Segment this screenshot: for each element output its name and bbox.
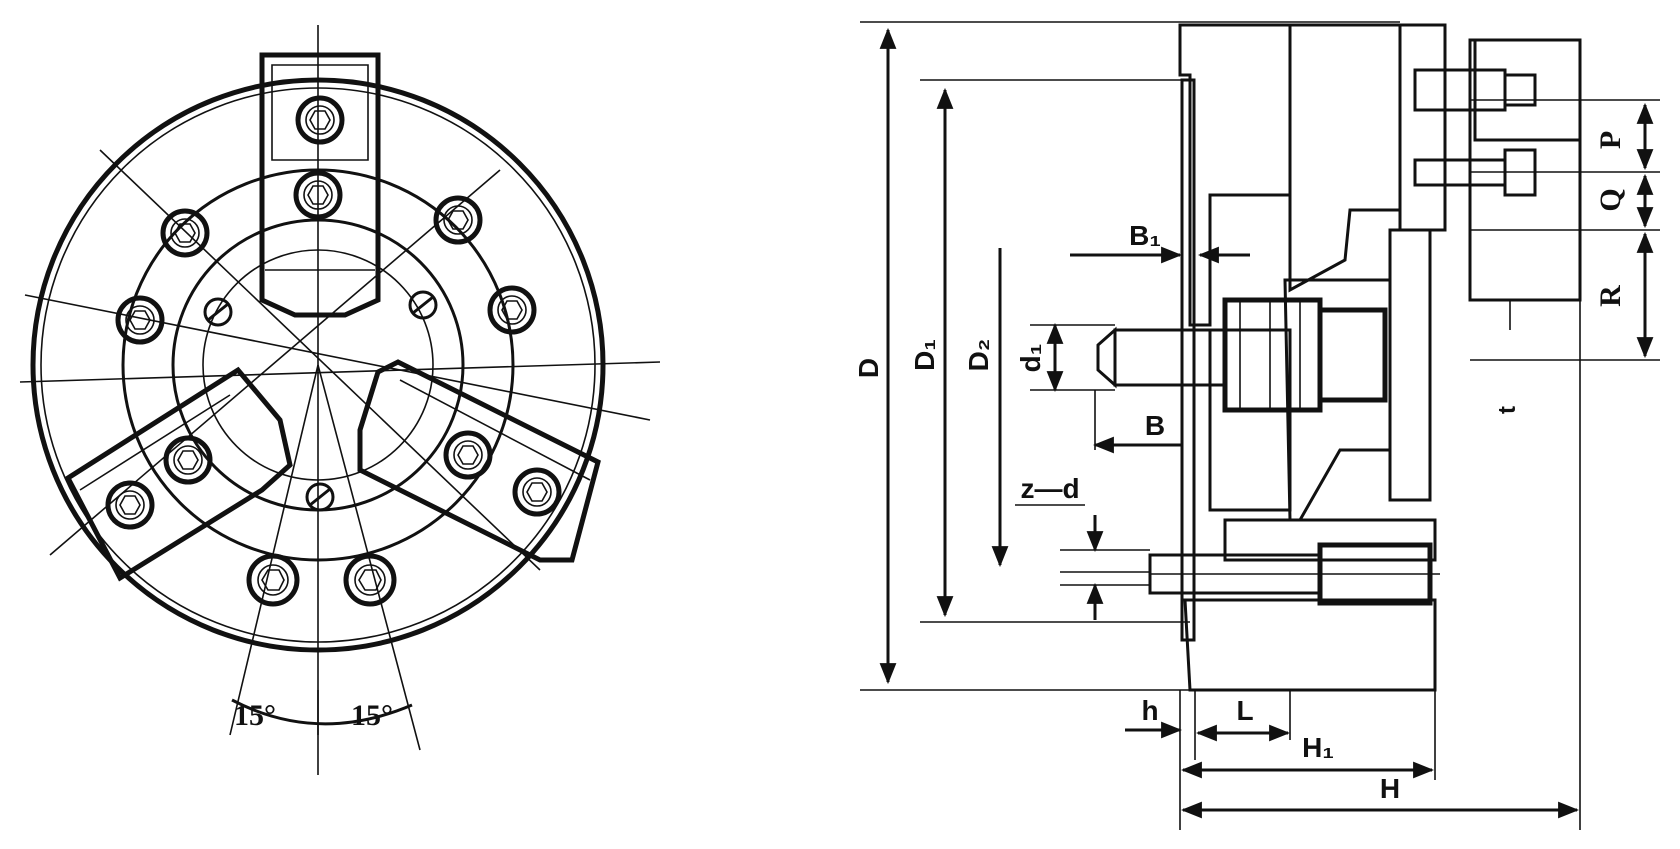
body-base [1183,598,1437,692]
label-B1: B₁ [1129,220,1161,251]
socket-screw-icon [443,430,493,480]
label-D: D [853,358,884,378]
jaw-block [1468,38,1582,302]
slotted-screws [203,290,438,512]
chuck-front-view: 15° 15° [19,25,661,775]
socket-screw-icon [246,553,300,607]
body-lower-flange [1223,518,1437,562]
diagonal-centerline-1 [99,149,541,571]
scroll-plate [1398,23,1447,232]
socket-screw-icon [343,553,397,607]
horizontal-centerline [19,361,661,383]
jaw-bolt-upper [1413,68,1507,112]
socket-screw-icon [160,208,210,258]
socket-screw-icon [105,480,155,530]
socket-screw-icon [295,95,345,145]
mounting-bolt [1148,542,1440,606]
chuck-section-view: D D₁ D₂ d₁ B₁ B z—d h [853,21,1660,830]
jaw-top [259,52,381,318]
label-B: B [1145,410,1165,441]
stud-and-nut [1096,297,1388,413]
label-Q: Q [1594,188,1627,211]
jaw-right [357,359,601,563]
bore-void [1208,328,1292,512]
socket-screw-icon [115,295,165,345]
slotted-screw-icon [408,290,438,320]
angle-label-right: 15° [351,699,393,732]
label-D1: D₁ [909,339,940,371]
body-upper-left [1178,23,1292,327]
socket-screws [105,95,562,607]
label-R: R [1594,285,1627,307]
label-h: h [1141,695,1158,726]
label-P: P [1594,131,1627,149]
socket-screw-icon [433,195,483,245]
socket-screw-icon [293,170,343,220]
socket-screw-icon [163,435,213,485]
label-H1: H₁ [1302,732,1334,763]
body-upper-right [1288,23,1402,293]
socket-screw-icon [487,285,537,335]
jaw-top-recess [1473,38,1582,142]
angle-line-left [229,364,319,736]
angle-label-left: 15° [234,699,276,732]
label-L: L [1236,695,1253,726]
slotted-screw-icon [203,297,233,327]
label-H: H [1380,773,1400,804]
slotted-screw-icon [305,482,335,512]
diagonal-centerline-2 [49,169,501,556]
label-D2: D₂ [963,339,994,372]
label-d1: d₁ [1015,344,1046,373]
angle-dimension-arc [231,698,413,726]
socket-screw-icon [512,467,562,517]
label-t: t [1494,406,1521,414]
pinion-plate [1388,228,1432,502]
label-z-d: z—d [1020,473,1079,504]
jaw-left [64,366,293,582]
diagonal-centerline-3 [24,294,651,421]
